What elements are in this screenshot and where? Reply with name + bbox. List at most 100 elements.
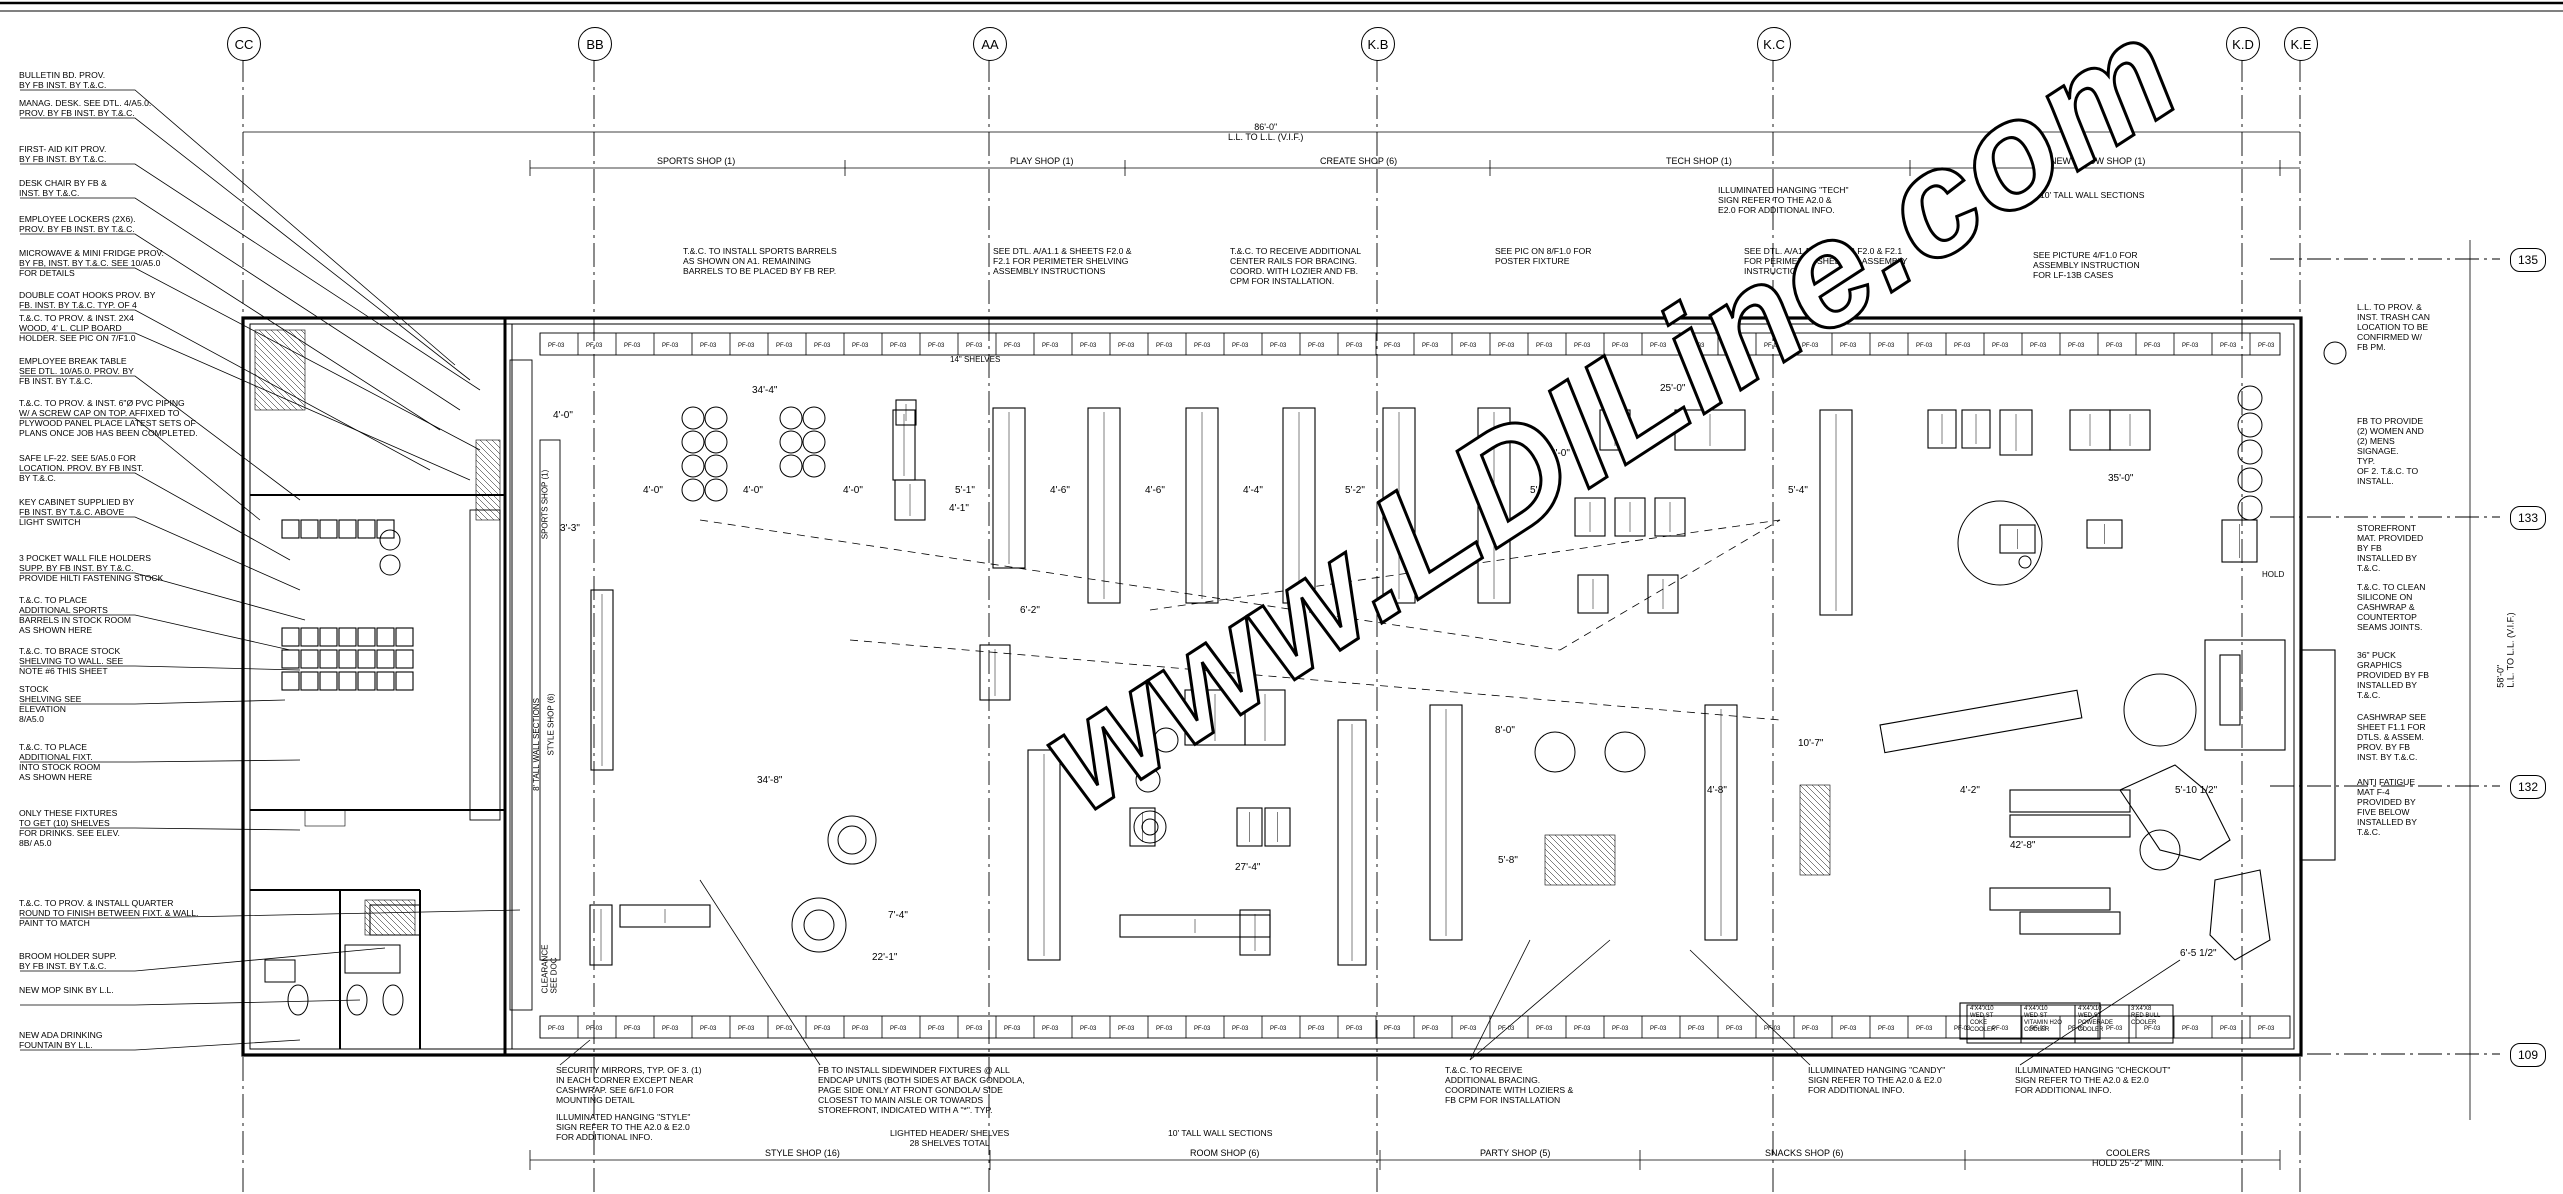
shelf-code-label: PF-03 [662,343,679,349]
shop-label-tech: TECH SHOP (1) [1666,156,1732,166]
left-note-12: KEY CABINET SUPPLIED BY FB INST. BY T.&.… [19,497,135,527]
gondola-fixture [1236,807,1263,847]
gondola-fixture [1264,807,1291,847]
dim-35-0: 35'-0" [2108,473,2134,484]
shelf-code-label: PF-03 [2030,343,2047,349]
shop-label-coolers: COOLERS HOLD 25'-2" MIN. [2092,1148,2164,1168]
left-note-9: EMPLOYEE BREAK TABLE SEE DTL. 10/A5.0. P… [19,356,134,386]
grid-row-109: 109 [2510,1043,2546,1067]
shelf-code-label: PF-03 [1764,343,1781,349]
left-note-4: DESK CHAIR BY FB & INST. BY T.&.C. [19,178,107,198]
shelf-code-label: PF-03 [1156,1026,1173,1032]
left-note-22: NEW ADA DRINKING FOUNTAIN BY L.L. [19,1030,103,1050]
gondola-fixture [1244,689,1286,746]
shelf-code-label: PF-03 [1308,1026,1325,1032]
dim-4-6-a: 4'-6" [1050,485,1070,496]
shelf-code-label: PF-03 [1916,343,1933,349]
dim-27-4: 27'-4" [1235,862,1261,873]
shelf-code-label: PF-03 [1118,1026,1135,1032]
note-puck-graphics: 36" PUCK GRAPHICS PROVIDED BY FB INSTALL… [2357,650,2429,700]
shop-label-play: PLAY SHOP (1) [1010,156,1074,166]
shelf-code-label: PF-03 [1612,1026,1629,1032]
shelf-code-label: PF-03 [2144,343,2161,349]
shelf-code-label: PF-03 [1004,1026,1021,1032]
right-dimension: 58'-0" L.L. TO L.L. (V.I.F.) [2495,612,2516,688]
note-perimeter-shelving-2: SEE DTL. A/A1.1 & SHEETS F2.0 & F2.1 FOR… [1744,246,1908,276]
shelf-code-label: PF-03 [1194,343,1211,349]
shelf-code-label: PF-03 [2106,1026,2123,1032]
dim-6-5: 6'-5 1/2" [2180,948,2217,959]
gondola-fixture [1574,497,1606,537]
style-shop-vertical-label: STYLE SHOP (6) [546,693,556,756]
gondola-fixture [1704,704,1738,941]
gondola-fixture [1382,407,1416,604]
shelf-code-label: PF-03 [1308,343,1325,349]
left-note-1: BULLETIN BD. PROV. BY FB INST. BY T.&.C. [19,70,107,90]
note-security-mirrors: SECURITY MIRRORS, TYP. OF 3. (1) IN EACH… [556,1065,702,1105]
shelf-code-label: PF-03 [1536,343,1553,349]
gondola-fixture [1239,909,1271,956]
note-lighted-header: LIGHTED HEADER/ SHELVES 28 SHELVES TOTAL [890,1128,1010,1148]
shelf-code-label: PF-03 [1460,1026,1477,1032]
shelf-code-label: PF-03 [890,343,907,349]
left-note-8: T.&.C. TO PROV. & INST. 2X4 WOOD, 4' L. … [19,313,136,343]
shelf-code-label: PF-03 [1042,343,1059,349]
shelf-code-label: PF-03 [624,343,641,349]
gondola-fixture [979,644,1011,701]
shelf-code-label: PF-03 [1574,1026,1591,1032]
left-note-6: MICROWAVE & MINI FRIDGE PROV. BY FB, INS… [19,248,164,278]
shelf-code-label: PF-03 [1802,343,1819,349]
dim-3-3: 3'-3" [560,523,580,534]
shelf-code-label: PF-03 [890,1026,907,1032]
shelf-code-label: PF-03 [1498,343,1515,349]
shelf-code-label: PF-03 [624,1026,641,1032]
shelf-code-label: PF-03 [2220,343,2237,349]
note-trash-can: L.L. TO PROV. & INST. TRASH CAN LOCATION… [2357,302,2430,352]
grid-bubble-bb: BB [578,27,612,61]
dim-34-8: 34'-8" [757,775,783,786]
gondola-fixture [1282,407,1316,604]
gondola-fixture [589,904,613,966]
gondola-fixture [1129,807,1156,847]
shelf-code-label: PF-03 [2068,1026,2085,1032]
shelf-code-label: PF-03 [928,1026,945,1032]
shelf-code-label: PF-03 [1878,343,1895,349]
dim-4-0-b: 4'-0" [643,485,663,496]
shop-label-room: ROOM SHOP (6) [1190,1148,1260,1158]
left-note-18: ONLY THESE FIXTURES TO GET (10) SHELVES … [19,808,120,848]
note-signage: FB TO PROVIDE (2) WOMEN AND (2) MENS SIG… [2357,416,2424,486]
note-candy-sign: ILLUMINATED HANGING "CANDY" SIGN REFER T… [1808,1065,1946,1095]
gondola-fixture [1614,497,1646,537]
gondola-fixture [590,589,614,771]
gondola-fixture [2086,519,2123,549]
shelf-code-label: PF-03 [2220,1026,2237,1032]
shop-label-style: STYLE SHOP (16) [765,1148,840,1158]
gondola-fixture [2221,519,2258,563]
shelf-code-label: PF-03 [928,343,945,349]
shelf-code-label: PF-03 [1612,343,1629,349]
shelf-code-label: PF-03 [966,343,983,349]
shelf-code-label: PF-03 [1802,1026,1819,1032]
dim-10-7: 10'-7" [1798,738,1824,749]
shelf-code-label: PF-03 [1688,343,1705,349]
grid-bubble-aa: AA [973,27,1007,61]
dim-4-8: 4'-8" [1707,785,1727,796]
left-note-5: EMPLOYEE LOCKERS (2X6). PROV. BY FB INST… [19,214,136,234]
dim-5-6: 5'-6" [1530,485,1550,496]
shelf-code-label: PF-03 [2182,343,2199,349]
note-sports-barrels: T.&.C. TO INSTALL SPORTS BARRELS AS SHOW… [683,246,837,276]
left-note-3: FIRST- AID KIT PROV. BY FB INST. BY T.&.… [19,144,107,164]
shelf-code-label: PF-03 [1954,343,1971,349]
shelf-code-label: PF-03 [852,1026,869,1032]
shelf-code-label: PF-03 [1232,1026,1249,1032]
grid-row-132: 132 [2510,775,2546,799]
shelf-code-label: PF-03 [1954,1026,1971,1032]
shelf-code-label: PF-03 [1574,343,1591,349]
shelf-code-label: PF-03 [738,1026,755,1032]
shelf-code-label: PF-03 [1232,343,1249,349]
dim-4-0-a: 4'-0" [553,410,573,421]
left-note-21: NEW MOP SINK BY L.L. [19,985,114,995]
shop-label-create: CREATE SHOP (6) [1320,156,1398,166]
shelf-code-label: PF-03 [2258,1026,2275,1032]
